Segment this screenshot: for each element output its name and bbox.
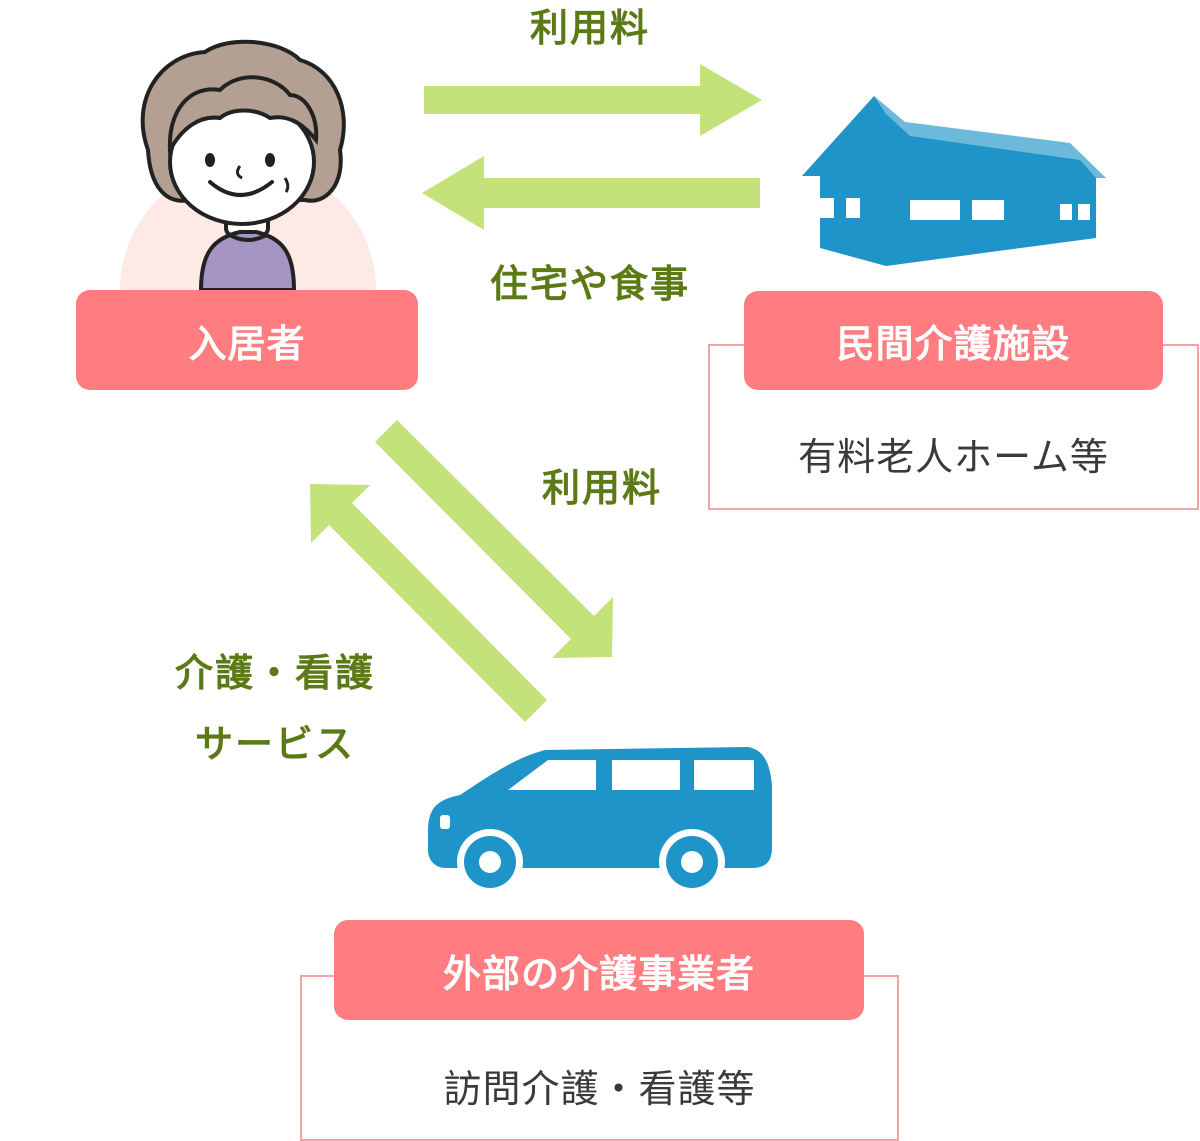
provider-example-text: 訪問介護・看護等 — [443, 1066, 756, 1111]
elderly-woman-icon — [120, 39, 376, 292]
fee-to-provider-label: 利用料 — [541, 466, 662, 510]
arrow-fee-to-facility — [424, 64, 762, 136]
arrow-services-to-resident — [310, 484, 547, 722]
arrow-fee-to-provider — [375, 420, 613, 658]
resident-label: 入居者 — [76, 290, 418, 390]
arrow-housing-to-resident — [422, 156, 760, 230]
care-services-label-line2: サービス — [194, 722, 355, 766]
housing-meals-label: 住宅や食事 — [489, 262, 690, 306]
provider-label: 外部の介護事業者 — [334, 920, 864, 1020]
care-services-label-line1: 介護・看護 — [174, 651, 375, 695]
van-icon — [428, 747, 772, 895]
facility-label: 民間介護施設 — [744, 291, 1163, 390]
fee-to-facility-label: 利用料 — [529, 6, 650, 50]
facility-example-text: 有料老人ホーム等 — [798, 434, 1109, 479]
facility-building-icon — [802, 96, 1106, 266]
